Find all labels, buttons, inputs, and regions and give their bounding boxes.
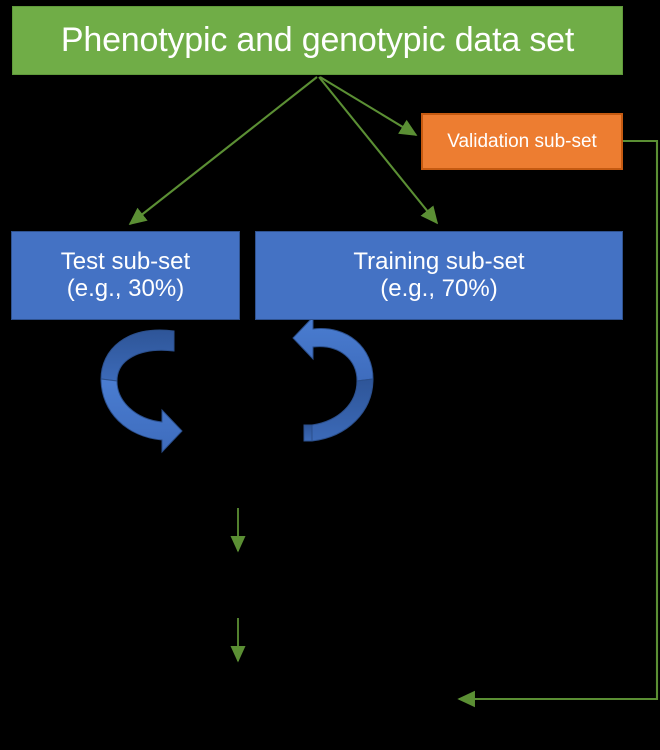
- edge-dataset-to-validation: [319, 76, 418, 136]
- node-validation-sub-set[interactable]: Validation sub-set: [421, 113, 623, 170]
- node-phenotypic-genotypic-data-set[interactable]: Phenotypic and genotypic data set: [12, 6, 623, 75]
- test-cross-validation-cycle-icon: [100, 329, 183, 454]
- edge-dataset-to-training: [318, 76, 439, 225]
- node-training-sub-set[interactable]: Training sub-set (e.g., 70%): [255, 231, 623, 320]
- edge-validation-feedback-loop: [457, 139, 659, 708]
- training-cross-validation-cycle-icon: [292, 315, 374, 442]
- node-test-sub-set[interactable]: Test sub-set (e.g., 30%): [11, 231, 240, 320]
- edge-dataset-to-test: [128, 76, 318, 226]
